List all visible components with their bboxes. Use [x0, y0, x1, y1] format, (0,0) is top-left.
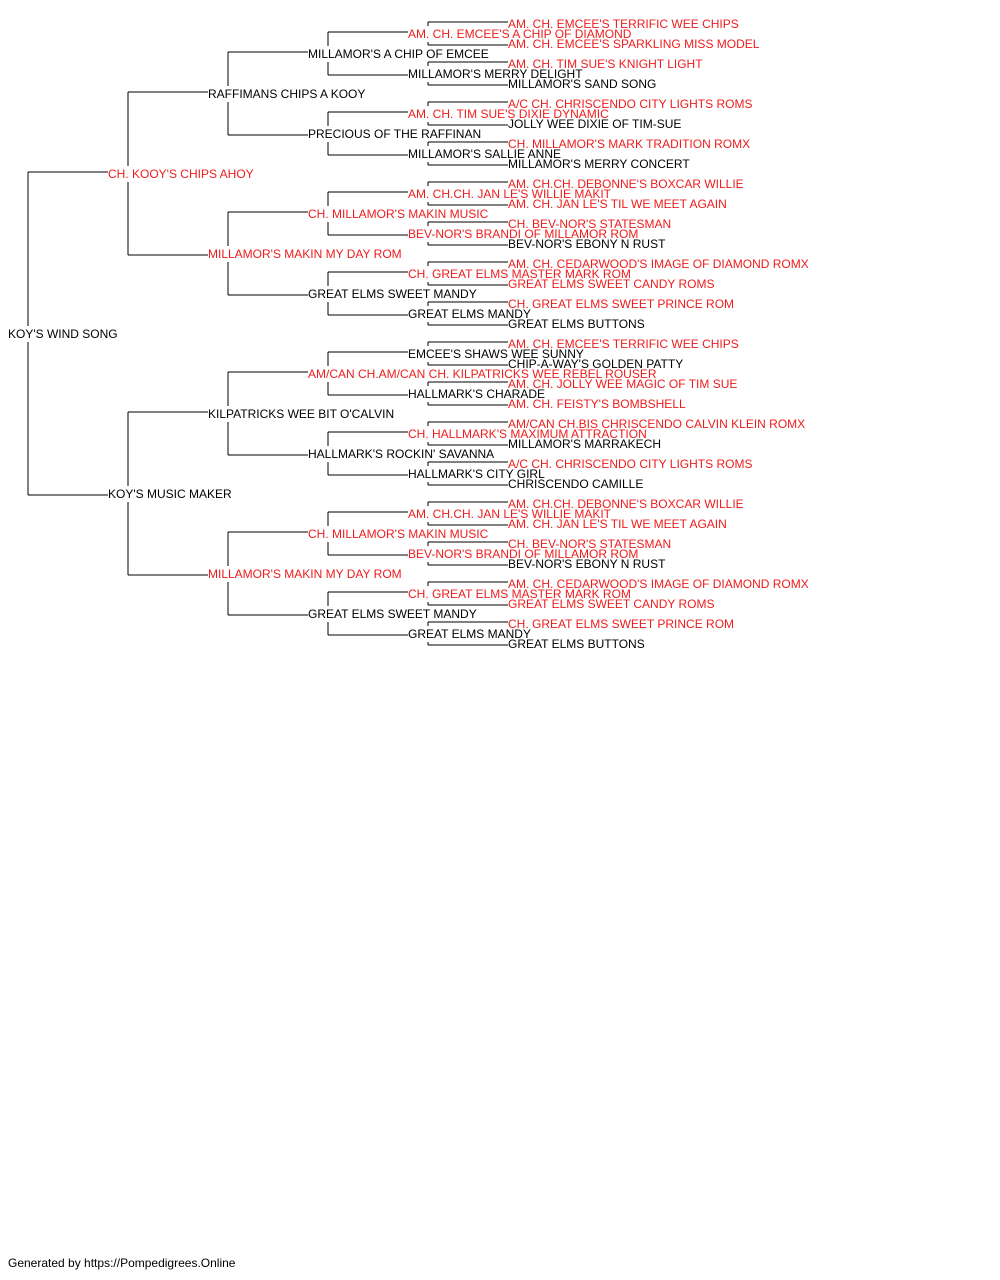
ancestor-name: GREAT ELMS BUTTONS [508, 317, 645, 331]
ancestor-name: KILPATRICKS WEE BIT O'CALVIN [208, 407, 394, 421]
champion-ancestor-name: AM. CH. EMCEE'S TERRIFIC WEE CHIPS [508, 17, 739, 31]
champion-ancestor-name: AM. CH. CEDARWOOD'S IMAGE OF DIAMOND ROM… [508, 257, 809, 271]
champion-ancestor-name: AM. CH. TIM SUE'S DIXIE DYNAMIC [408, 107, 609, 121]
champion-ancestor-name: BEV-NOR'S BRANDI OF MILLAMOR ROM [408, 547, 638, 561]
champion-ancestor-name: CH. BEV-NOR'S STATESMAN [508, 217, 671, 231]
ancestor-name: HALLMARK'S ROCKIN' SAVANNA [308, 447, 494, 461]
ancestor-name: MILLAMOR'S SAND SONG [508, 77, 656, 91]
ancestor-name: JOLLY WEE DIXIE OF TIM-SUE [508, 117, 681, 131]
subject-dog-name: KOY'S WIND SONG [8, 327, 118, 341]
champion-ancestor-name: AM/CAN CH.AM/CAN CH. KILPATRICKS WEE REB… [308, 367, 657, 381]
ancestor-name: BEV-NOR'S EBONY N RUST [508, 237, 666, 251]
pedigree-connector-lines [27, 21, 508, 646]
champion-ancestor-name: AM. CH.CH. JAN LE'S WILLIE MAKIT [408, 507, 612, 521]
champion-ancestor-name: MILLAMOR'S MAKIN MY DAY ROM [208, 567, 402, 581]
ancestor-name: GREAT ELMS SWEET MANDY [308, 287, 477, 301]
ancestor-name: MILLAMOR'S MERRY DELIGHT [408, 67, 583, 81]
champion-ancestor-name: BEV-NOR'S BRANDI OF MILLAMOR ROM [408, 227, 638, 241]
champion-ancestor-name: AM. CH. JAN LE'S TIL WE MEET AGAIN [508, 197, 727, 211]
champion-ancestor-name: CH. MILLAMOR'S MARK TRADITION ROMX [508, 137, 750, 151]
champion-ancestor-name: AM. CH. CEDARWOOD'S IMAGE OF DIAMOND ROM… [508, 577, 809, 591]
champion-ancestor-name: CH. GREAT ELMS SWEET PRINCE ROM [508, 297, 734, 311]
champion-ancestor-name: AM. CH. JOLLY WEE MAGIC OF TIM SUE [508, 377, 737, 391]
champion-ancestor-name: CH. GREAT ELMS MASTER MARK ROM [408, 267, 631, 281]
champion-ancestor-name: A/C CH. CHRISCENDO CITY LIGHTS ROMS [508, 97, 752, 111]
ancestor-name: CHRISCENDO CAMILLE [508, 477, 643, 491]
champion-ancestor-name: A/C CH. CHRISCENDO CITY LIGHTS ROMS [508, 457, 752, 471]
ancestor-name: EMCEE'S SHAWS WEE SUNNY [408, 347, 584, 361]
champion-ancestor-name: AM. CH. FEISTY'S BOMBSHELL [508, 397, 686, 411]
champion-ancestor-name: AM. CH. EMCEE'S A CHIP OF DIAMOND [408, 27, 632, 41]
champion-ancestor-name: AM. CH. EMCEE'S SPARKLING MISS MODEL [508, 37, 760, 51]
ancestor-name: GREAT ELMS MANDY [408, 627, 531, 641]
champion-ancestor-name: MILLAMOR'S MAKIN MY DAY ROM [208, 247, 402, 261]
champion-ancestor-name: CH. GREAT ELMS MASTER MARK ROM [408, 587, 631, 601]
ancestor-name: KOY'S MUSIC MAKER [108, 487, 232, 501]
champion-ancestor-name: CH. GREAT ELMS SWEET PRINCE ROM [508, 617, 734, 631]
champion-ancestor-name: GREAT ELMS SWEET CANDY ROMS [508, 597, 714, 611]
champion-ancestor-name: AM. CH. TIM SUE'S KNIGHT LIGHT [508, 57, 703, 71]
champion-ancestor-name: CH. HALLMARK'S MAXIMUM ATTRACTION [408, 427, 647, 441]
ancestor-name: MILLAMOR'S SALLIE ANNE [408, 147, 561, 161]
champion-ancestor-name: AM/CAN CH.BIS CHRISCENDO CALVIN KLEIN RO… [508, 417, 805, 431]
ancestor-name: GREAT ELMS SWEET MANDY [308, 607, 477, 621]
ancestor-name: RAFFIMANS CHIPS A KOOY [208, 87, 365, 101]
champion-ancestor-name: GREAT ELMS SWEET CANDY ROMS [508, 277, 714, 291]
ancestor-name: MILLAMOR'S A CHIP OF EMCEE [308, 47, 489, 61]
ancestor-name: PRECIOUS OF THE RAFFINAN [308, 127, 481, 141]
ancestor-name: GREAT ELMS MANDY [408, 307, 531, 321]
champion-ancestor-name: AM. CH.CH. DEBONNE'S BOXCAR WILLIE [508, 177, 744, 191]
champion-ancestor-name: CH. MILLAMOR'S MAKIN MUSIC [308, 207, 489, 221]
ancestor-name: BEV-NOR'S EBONY N RUST [508, 557, 666, 571]
ancestor-name: CHIP-A-WAY'S GOLDEN PATTY [508, 357, 683, 371]
ancestor-name: HALLMARK'S CITY GIRL [408, 467, 545, 481]
champion-ancestor-name: CH. KOOY'S CHIPS AHOY [108, 167, 254, 181]
champion-ancestor-name: AM. CH.CH. JAN LE'S WILLIE MAKIT [408, 187, 612, 201]
champion-ancestor-name: CH. BEV-NOR'S STATESMAN [508, 537, 671, 551]
champion-ancestor-name: CH. MILLAMOR'S MAKIN MUSIC [308, 527, 489, 541]
champion-ancestor-name: AM. CH. JAN LE'S TIL WE MEET AGAIN [508, 517, 727, 531]
ancestor-name: MILLAMOR'S MARRAKECH [508, 437, 661, 451]
generated-by-footer: Generated by https://Pompedigrees.Online [8, 1256, 236, 1270]
ancestor-name: GREAT ELMS BUTTONS [508, 637, 645, 651]
ancestor-name: HALLMARK'S CHARADE [408, 387, 545, 401]
champion-ancestor-name: AM. CH. EMCEE'S TERRIFIC WEE CHIPS [508, 337, 739, 351]
champion-ancestor-name: AM. CH.CH. DEBONNE'S BOXCAR WILLIE [508, 497, 744, 511]
ancestor-name: MILLAMOR'S MERRY CONCERT [508, 157, 690, 171]
